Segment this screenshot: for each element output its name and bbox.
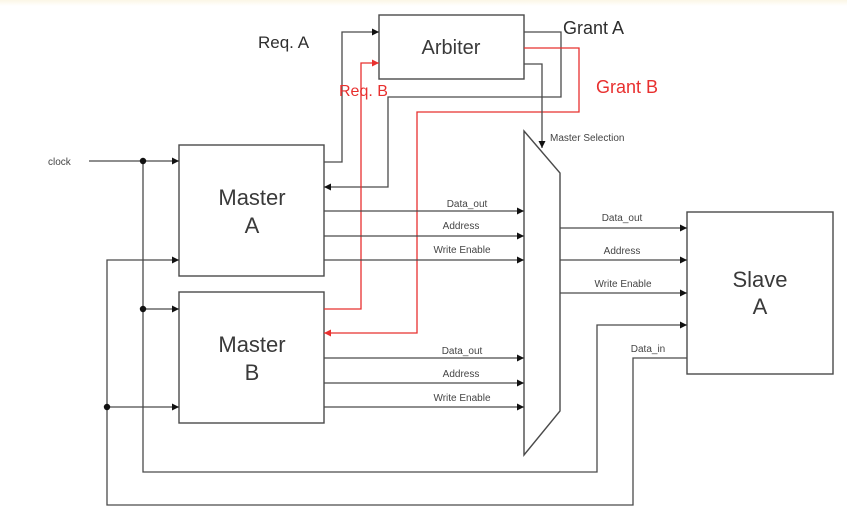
top-band xyxy=(0,0,847,6)
req-a-label: Req. A xyxy=(258,33,310,52)
grant-b-wire xyxy=(324,47,580,337)
data-in-label: Data_in xyxy=(631,344,665,355)
master-a-label-line2: A xyxy=(245,213,260,238)
req-a-wire xyxy=(324,28,379,163)
master-a-address-label: Address xyxy=(443,221,480,232)
master-b-write-enable-label: Write Enable xyxy=(433,393,491,404)
grant-b-label: Grant B xyxy=(596,77,658,97)
clock-wire-slave xyxy=(142,161,687,473)
grant-a-wire xyxy=(324,31,562,191)
mux-address-label: Address xyxy=(604,246,641,257)
master-a-write-enable-label: Write Enable xyxy=(433,245,491,256)
master-b-address-label: Address xyxy=(443,369,480,380)
data-in-junction-dot xyxy=(103,403,111,411)
master-b-data-out-label: Data_out xyxy=(442,346,483,357)
slave-a-block xyxy=(686,211,834,375)
master-selection-wire xyxy=(524,63,546,148)
mux-write-enable-label: Write Enable xyxy=(594,279,652,290)
master-b-block xyxy=(178,291,325,424)
arbiter-label: Arbiter xyxy=(422,37,481,59)
master-b-label-line1: Master xyxy=(218,332,285,357)
master-a-block xyxy=(178,144,325,277)
arbiter-block xyxy=(378,14,525,80)
master-selection-label: Master Selection xyxy=(550,133,624,144)
req-b-wire xyxy=(324,59,379,310)
clock-junction-dot xyxy=(139,305,147,313)
data-in-wire-master-a xyxy=(106,256,687,506)
multiplexer xyxy=(523,129,561,457)
mux-data-out-label: Data_out xyxy=(602,213,643,224)
req-b-label: Req. B xyxy=(339,83,388,100)
slave-a-label-line2: A xyxy=(753,294,768,319)
grant-a-label: Grant A xyxy=(563,18,624,38)
clock-junction-dot xyxy=(139,157,147,165)
slave-a-label-line1: Slave xyxy=(732,267,787,292)
clock-label: clock xyxy=(48,157,72,168)
master-a-label-line1: Master xyxy=(218,185,285,210)
master-a-data-out-label: Data_out xyxy=(447,199,488,210)
master-b-label-line2: B xyxy=(245,360,260,385)
